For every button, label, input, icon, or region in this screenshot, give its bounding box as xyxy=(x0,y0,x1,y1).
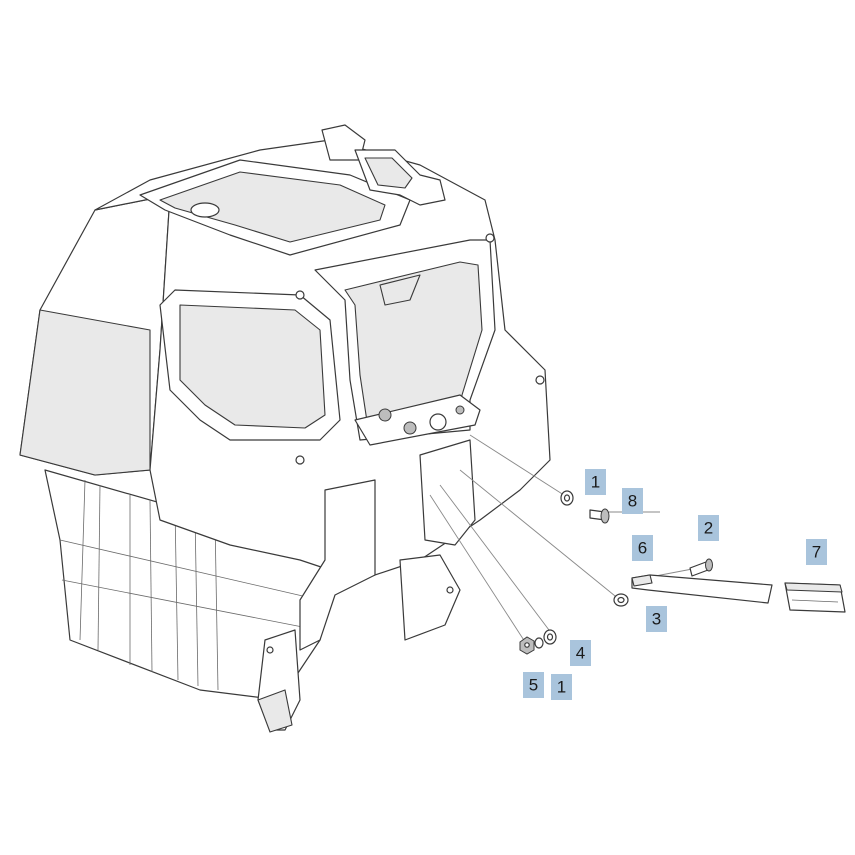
svg-text:8: 8 xyxy=(628,492,637,511)
washer-1-top xyxy=(560,490,574,506)
svg-text:7: 7 xyxy=(812,543,821,562)
washer-3 xyxy=(613,593,629,607)
svg-text:1: 1 xyxy=(591,473,600,492)
pad-7 xyxy=(784,582,846,613)
nut-5 xyxy=(519,636,535,655)
svg-text:3: 3 xyxy=(652,610,661,629)
svg-text:6: 6 xyxy=(638,539,647,558)
base-ribs xyxy=(59,479,321,691)
callout-5: 5 xyxy=(523,672,544,698)
washer-1-bottom xyxy=(534,637,544,649)
callout-1-top: 1 xyxy=(585,469,606,495)
bolt-2 xyxy=(689,558,713,577)
storage-box-housing xyxy=(19,124,551,733)
callout-1-bottom: 1 xyxy=(551,674,572,700)
callout-2: 2 xyxy=(698,515,719,541)
callout-3: 3 xyxy=(646,606,667,632)
svg-text:1: 1 xyxy=(557,678,566,697)
bracket-6 xyxy=(631,574,773,604)
callout-8: 8 xyxy=(622,488,643,514)
svg-text:2: 2 xyxy=(704,519,713,538)
callout-7: 7 xyxy=(806,539,827,565)
callout-4: 4 xyxy=(570,640,591,666)
svg-text:5: 5 xyxy=(529,676,538,695)
callout-6: 6 xyxy=(632,535,653,561)
bolt-8 xyxy=(589,508,610,524)
washer-4 xyxy=(543,629,557,645)
svg-text:4: 4 xyxy=(576,644,585,663)
